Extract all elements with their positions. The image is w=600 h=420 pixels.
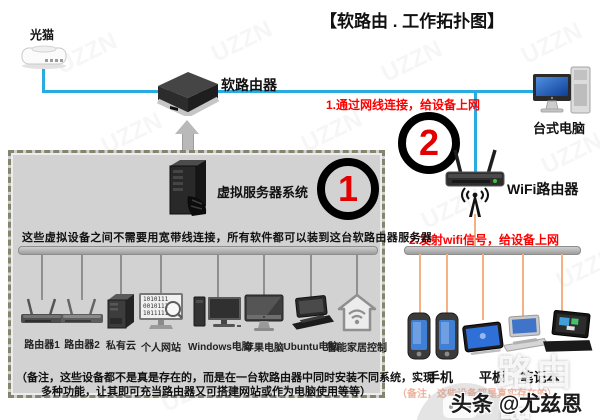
up-arrow-icon: [175, 120, 199, 134]
binary-line: 1010111: [143, 296, 169, 303]
wifi-stub: [482, 254, 484, 320]
tablet-icon: [462, 321, 504, 355]
smart-home-icon: [337, 293, 377, 332]
ethernet-line-wifi-drop: [474, 90, 477, 175]
client-label-laptop: 笔记本: [520, 370, 560, 385]
binary-line: 0010111: [143, 303, 169, 310]
windows-pc-icon: [193, 296, 241, 327]
virtual-box-footnote-line1: （备注，这些设备都不是真是存在的，而是在一台软路由器中同时安装不同系统，实现: [16, 372, 434, 384]
client-label-phone: 手机: [426, 370, 453, 385]
soft-router-label: 软路由器: [221, 77, 277, 93]
virtual-device-ubuntu-pc: Ubuntu电脑: [281, 295, 341, 353]
virtual-device-smart-home: 智能家居控制: [327, 292, 387, 354]
modem-label: 光猫: [30, 28, 55, 42]
desktop-computer-icon: [533, 66, 591, 114]
wifi-bus-bar: [404, 246, 581, 255]
tile-watermark: UZZN: [517, 17, 587, 70]
ethernet-line-modem-drop: [42, 64, 45, 93]
wifi-signal-line: [474, 214, 476, 248]
ethernet-line-main: [42, 90, 542, 93]
step2-annotation: 2.发射wifi信号，给设备上网: [409, 233, 560, 247]
server-tower-icon: [107, 294, 134, 329]
imac-icon: [244, 294, 284, 331]
laptop-silver-icon: [502, 314, 548, 352]
bus-stub: [356, 254, 358, 296]
step1-annotation: 1.通过网线连接，给设备上网: [326, 98, 481, 112]
virtual-device-router2: 路由器2: [52, 297, 112, 351]
wifi-router-icon: [445, 149, 505, 187]
bus-stub: [120, 254, 122, 300]
virtual-device-label: 智能家居控制: [327, 343, 387, 354]
desktop-computer-label: 台式电脑: [533, 121, 586, 136]
wifi-broadcast-icon: [461, 187, 489, 217]
router-icon: [21, 298, 63, 323]
virtual-device-label: 路由器1: [24, 340, 60, 351]
virtual-device-personal-website: 1010111 0010111 1011111 个人网站: [131, 292, 191, 354]
laptop-black-icon: [543, 310, 593, 352]
wifi-stub: [561, 254, 563, 312]
wifi-stub: [446, 254, 448, 314]
phone-icon: [435, 312, 459, 360]
bus-stub: [41, 254, 43, 300]
bus-stub: [263, 254, 265, 298]
virtual-device-label: 苹果电脑: [244, 343, 284, 354]
virtual-bus-bar: [18, 246, 378, 255]
modem-icon: [21, 45, 67, 69]
binary-line: 1011111: [143, 310, 169, 317]
bus-stub: [81, 254, 83, 300]
wifi-stub: [522, 254, 524, 316]
virtual-box-footnote-line2: 多种功能，让其即可充当路由器又可搭建网站或作为电脑使用等等）: [41, 386, 371, 398]
watermark-logo-text: 路由器: [497, 352, 576, 420]
wifi-stub: [419, 254, 421, 314]
virtual-device-label: 路由器2: [64, 340, 100, 351]
virtual-server-label: 虚拟服务器系统: [217, 185, 309, 200]
up-arrow-shaft: [182, 133, 194, 151]
virtual-device-apple-pc: 苹果电脑: [234, 294, 294, 354]
virtual-device-label: 私有云: [106, 341, 136, 352]
watermark-chat-bubble-icon: [443, 396, 477, 418]
virtual-device-label: Windows电脑: [188, 342, 252, 353]
bus-stub: [217, 254, 219, 298]
virtual-device-label: Ubuntu电脑: [283, 342, 339, 353]
virtual-server-icon: [169, 160, 207, 216]
virtual-box-note: 这些虚拟设备之间不需要用宽带线连接，所有软件都可以装到这台软路由器服务器: [22, 232, 433, 244]
soft-router-icon: [156, 72, 220, 116]
virtual-device-windows-pc: Windows电脑: [188, 295, 252, 353]
watermark-brand: 头条 @尤兹恩科技: [451, 393, 583, 416]
laptop-icon: [292, 295, 335, 330]
badge-2: 2: [398, 112, 460, 174]
bus-stub: [310, 254, 312, 300]
tile-watermark: UZZN: [377, 35, 447, 88]
diagram-title: 【软路由 . 工作拓扑图】: [320, 12, 505, 31]
website-monitor-icon: 1010111 0010111 1011111: [139, 293, 183, 329]
tile-watermark: UZZN: [207, 15, 277, 68]
bus-stub: [160, 254, 162, 296]
badge-1: 1: [317, 158, 379, 220]
clients-faint-note: （备注，这些设备都是真实存在的）: [397, 389, 557, 400]
client-label-tablet: 平板: [478, 370, 505, 385]
virtual-device-private-cloud: 私有云: [91, 292, 151, 352]
wifi-router-label: WiFi路由器: [507, 181, 579, 197]
virtual-device-router1: 路由器1: [12, 297, 72, 351]
router-icon: [61, 298, 103, 323]
virtual-device-label: 个人网站: [141, 343, 181, 354]
phone-icon: [407, 312, 431, 360]
